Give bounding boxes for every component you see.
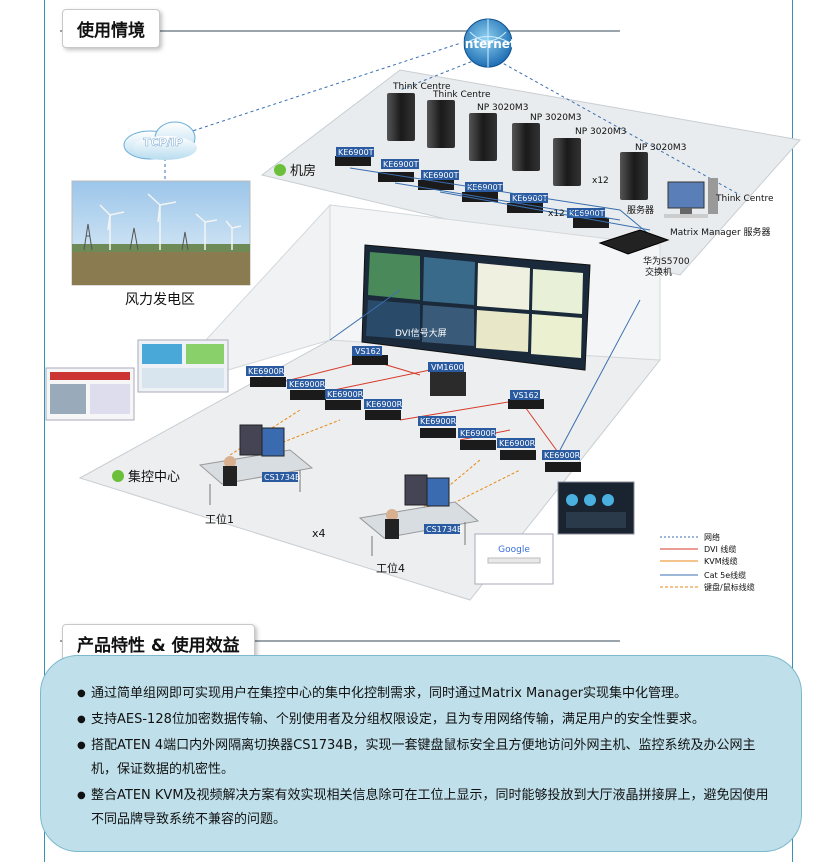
ke6900r-device-6 [460,440,496,450]
ke6900r-label-1: KE6900R [248,367,285,376]
tcpip-cloud-icon [123,121,197,160]
wind-farm-label: 风力发电区 [125,292,195,308]
ke6900r-device-3 [325,400,361,410]
ke6900t-label-3: KE6900T [423,171,459,180]
ke6900t-label-5: KE6900T [512,194,548,203]
scenario-section-title: 使用情境 [62,9,160,48]
legend-label-kbmouse: 键盘/鼠标线缆 [704,582,755,592]
features-panel: 通过简单组网即可实现用户在集控中心的集中化控制需求，同时通过Matrix Man… [40,655,802,852]
google-label: Google [498,545,530,555]
vs162-label-2: VS162 [513,391,539,400]
ke6900r-label-8: KE6900R [544,451,581,460]
cs1734b-label-2: CS1734B [426,525,463,534]
monitor-screenshot-1 [137,339,229,393]
server-label-6: NP 3020M3 [635,143,686,153]
ke6900r-device-5 [420,428,456,438]
think-centre-pc-label: Think Centre [715,194,774,204]
monitor-screenshot-3 [557,481,635,535]
ke6900t-label-2: KE6900T [383,160,419,169]
feature-item: 搭配ATEN 4端口内外网隔离切换器CS1734B，实现一套键盘鼠标安全且方便地… [77,734,771,782]
google-screenshot: Google [474,533,554,585]
legend-label-network: 网络 [704,532,720,542]
vs162-label-1: VS162 [355,347,381,356]
ke6900r-label-4: KE6900R [366,400,403,409]
legend-label-dvi: DVI 线缆 [704,544,736,554]
control-center-leaf-icon [112,470,124,482]
ke6900t-device-6 [573,218,609,228]
workstation-1-label: 工位1 [205,512,234,526]
ke6900r-device-1 [250,377,286,387]
features-list: 通过简单组网即可实现用户在集控中心的集中化控制需求，同时通过Matrix Man… [41,656,801,832]
legend: 网络 DVI 线缆 KVM线缆 Cat 5e线缆 键盘/鼠标线缆 [660,532,755,592]
wind-farm-photo [71,180,251,286]
server-towers [387,93,648,200]
ke6900r-label-3: KE6900R [327,390,364,399]
ke6900r-label-7: KE6900R [499,439,536,448]
server-label-2: Think Centre [432,90,491,100]
section-rule [60,30,620,32]
workstation-4 [358,474,480,556]
cs1734b-label-1: CS1734B [264,473,301,482]
legend-label-cat5e: Cat 5e线缆 [704,570,746,580]
feature-item: 通过简单组网即可实现用户在集控中心的集中化控制需求，同时通过Matrix Man… [77,682,771,706]
machine-room-x12-b: x12 [548,209,565,219]
ke6900r-device-2 [290,390,326,400]
scenario-diagram: Internet TCP/IP 风力发电区 机房 [45,18,801,601]
machine-room-leaf-icon [274,164,286,176]
server-label-1: Think Centre [392,82,451,92]
workstation-x4: x4 [312,527,326,540]
frame-line-right [792,0,793,862]
ke6900r-device-7 [500,450,536,460]
server-caption: 服务器 [627,204,654,216]
feature-item: 支持AES-128位加密数据传输、个别使用者及分组权限设定，且为专用网络传输，满… [77,708,771,732]
matrix-manager-pc [664,178,718,218]
ke6900t-device-3 [418,180,454,190]
machine-room-label: 机房 [290,163,316,179]
matrix-manager-label: Matrix Manager 服务器 [670,226,771,238]
ke6900r-label-6: KE6900R [460,429,497,438]
vs162-device-2 [508,399,544,409]
switch-label-line1: 华为S5700 [643,255,690,267]
server-label-3: NP 3020M3 [477,103,528,113]
switch-label-line2: 交换机 [645,266,672,278]
vs162-device-1 [352,355,388,365]
ke6900t-device-1 [335,156,371,166]
ke6900r-label-2: KE6900R [289,380,326,389]
ke6900t-label-6: KE6900T [569,209,605,218]
ke6900t-label-4: KE6900T [467,183,503,192]
huawei-switch [598,229,670,255]
internet-label: Internet [460,37,515,51]
ke6900r-label-5: KE6900R [420,417,457,426]
control-center-label: 集控中心 [128,469,180,485]
dvi-wall-label: DVI信号大屏 [395,327,447,339]
monitor-screenshot-2 [45,367,135,421]
vm1600-label: VM1600 [431,363,464,372]
server-label-5: NP 3020M3 [575,127,626,137]
workstation-1 [198,424,314,505]
machine-room-x12-a: x12 [592,176,609,186]
server-label-4: NP 3020M3 [530,113,581,123]
vm1600-device [430,372,466,396]
features-rule [60,640,620,642]
legend-label-kvm: KVM线缆 [704,556,738,566]
tcpip-label: TCP/IP [143,136,183,149]
ke6900t-label-1: KE6900T [338,148,374,157]
dvi-video-wall [361,244,591,371]
workstation-4-label: 工位4 [376,561,405,575]
ke6900r-device-4 [365,410,401,420]
ke6900t-device-2 [378,172,414,182]
ke6900t-device-5 [507,203,543,213]
ke6900r-device-8 [545,462,581,472]
feature-item: 整合ATEN KVM及视频解决方案有效实现相关信息除可在工位上显示，同时能够投放… [77,784,771,832]
frame-line-left [44,0,45,862]
